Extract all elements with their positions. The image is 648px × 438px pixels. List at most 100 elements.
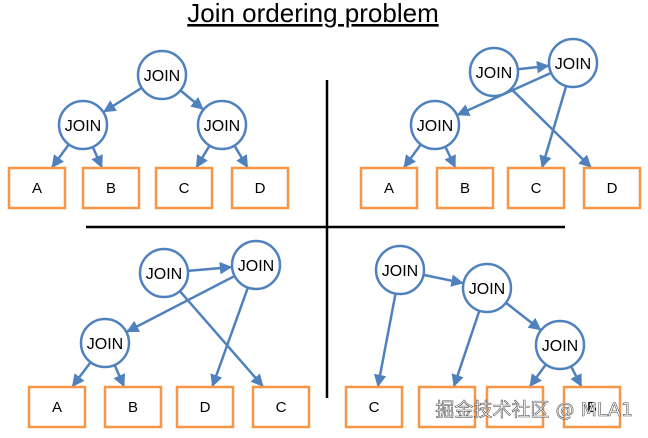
table-leaf-b: B xyxy=(562,385,622,429)
table-label: B xyxy=(128,399,138,416)
table-box xyxy=(417,385,477,429)
join-label: JOIN xyxy=(469,281,505,298)
table-label: C xyxy=(369,399,380,416)
join-label: JOIN xyxy=(204,118,240,135)
table-box xyxy=(7,166,67,210)
join-node-j1: JOIN xyxy=(138,247,190,299)
edge-j1-to-c xyxy=(373,293,397,388)
table-box xyxy=(506,166,566,210)
edge-j3-to-a xyxy=(403,143,422,169)
join-node-j2: JOIN xyxy=(547,37,599,89)
edge-j2-to-d xyxy=(210,287,250,388)
table-box xyxy=(81,166,141,210)
join-circle xyxy=(468,46,520,98)
table-leaf-c: C xyxy=(344,385,404,429)
join-label: JOIN xyxy=(144,68,180,85)
table-box xyxy=(582,166,642,210)
join-label: JOIN xyxy=(146,266,182,283)
table-box xyxy=(175,385,235,429)
join-node-j1: JOIN xyxy=(468,46,520,98)
table-leaf-d: D xyxy=(582,166,642,210)
edge-j3-to-b xyxy=(444,146,457,169)
table-box xyxy=(359,166,419,210)
table-label: A xyxy=(52,399,62,416)
table-label: B xyxy=(587,399,597,416)
table-box xyxy=(485,385,545,429)
join-circle xyxy=(409,99,461,151)
edge-j1-to-j2 xyxy=(517,60,550,74)
join-label: JOIN xyxy=(65,118,101,135)
table-leaf-l3 xyxy=(485,385,545,429)
edge-j3-to-d xyxy=(233,144,249,169)
edge-j1-to-d xyxy=(510,87,592,168)
join-label: JOIN xyxy=(542,338,578,355)
table-box xyxy=(27,385,87,429)
diagram-title: Join ordering problem xyxy=(187,0,438,28)
edge-j1-to-j3 xyxy=(179,89,204,110)
table-leaf-l2 xyxy=(417,385,477,429)
join-circle xyxy=(374,244,426,296)
table-label: B xyxy=(106,180,116,197)
quadrant-bottom-left: JOIN JOIN JOIN A B D C xyxy=(27,239,311,429)
table-label: D xyxy=(255,180,266,197)
join-label: JOIN xyxy=(555,56,591,73)
table-label: D xyxy=(607,180,618,197)
table-leaf-a: A xyxy=(27,385,87,429)
join-node-j3: JOIN xyxy=(196,99,248,151)
table-leaf-c: C xyxy=(154,166,214,210)
table-label: C xyxy=(531,180,542,197)
table-label: A xyxy=(32,180,42,197)
join-label: JOIN xyxy=(238,258,274,275)
edge-j2-to-b xyxy=(91,146,103,169)
edge-j3-to-b xyxy=(569,365,583,388)
table-label: B xyxy=(460,180,470,197)
table-label: A xyxy=(384,180,394,197)
table-leaf-c: C xyxy=(506,166,566,210)
watermark-text: 掘金技术社区 @ MLA1 xyxy=(435,399,633,421)
join-circle xyxy=(547,37,599,89)
table-leaf-b: B xyxy=(435,166,495,210)
quadrant-top-right: JOIN JOIN JOIN A B C D xyxy=(359,37,642,210)
join-node-j1: JOIN xyxy=(374,244,426,296)
table-label: D xyxy=(200,399,211,416)
edge-j1-to-j2 xyxy=(103,86,143,113)
quadrant-bottom-right: JOIN JOIN JOIN C B xyxy=(344,244,622,429)
edge-j3-to-l3 xyxy=(529,363,547,388)
edge-j2-to-j3 xyxy=(505,301,542,331)
join-node-j2: JOIN xyxy=(461,262,513,314)
join-node-j3: JOIN xyxy=(534,319,586,371)
edge-j1-to-j2 xyxy=(187,261,233,275)
edge-j2-to-a xyxy=(51,143,70,169)
join-node-j3: JOIN xyxy=(409,99,461,151)
join-label: JOIN xyxy=(87,336,123,353)
join-label: JOIN xyxy=(417,118,453,135)
table-box xyxy=(562,385,622,429)
join-node-j3: JOIN xyxy=(79,317,131,369)
table-label: C xyxy=(179,180,190,197)
join-circle xyxy=(196,99,248,151)
table-box xyxy=(435,166,495,210)
join-label: JOIN xyxy=(476,65,512,82)
table-leaf-b: B xyxy=(103,385,163,429)
table-leaf-b: B xyxy=(81,166,141,210)
edge-j2-to-c xyxy=(539,85,568,169)
join-circle xyxy=(230,239,282,291)
join-node-j2: JOIN xyxy=(57,99,109,151)
table-leaf-d: D xyxy=(230,166,290,210)
edge-j3-to-b xyxy=(113,364,126,388)
table-box xyxy=(230,166,290,210)
join-circle xyxy=(138,247,190,299)
join-label: JOIN xyxy=(382,263,418,280)
edge-j1-to-j2 xyxy=(423,273,464,287)
table-box xyxy=(103,385,163,429)
table-leaf-c: C xyxy=(251,385,311,429)
join-circle xyxy=(136,49,188,101)
join-circle xyxy=(534,319,586,371)
join-node-j1: JOIN xyxy=(136,49,188,101)
quadrant-top-left: JOIN JOIN JOIN A B C D xyxy=(7,49,290,210)
edge-j2-to-j3 xyxy=(126,274,236,333)
edge-j2-to-l2 xyxy=(451,310,481,388)
join-circle xyxy=(461,262,513,314)
